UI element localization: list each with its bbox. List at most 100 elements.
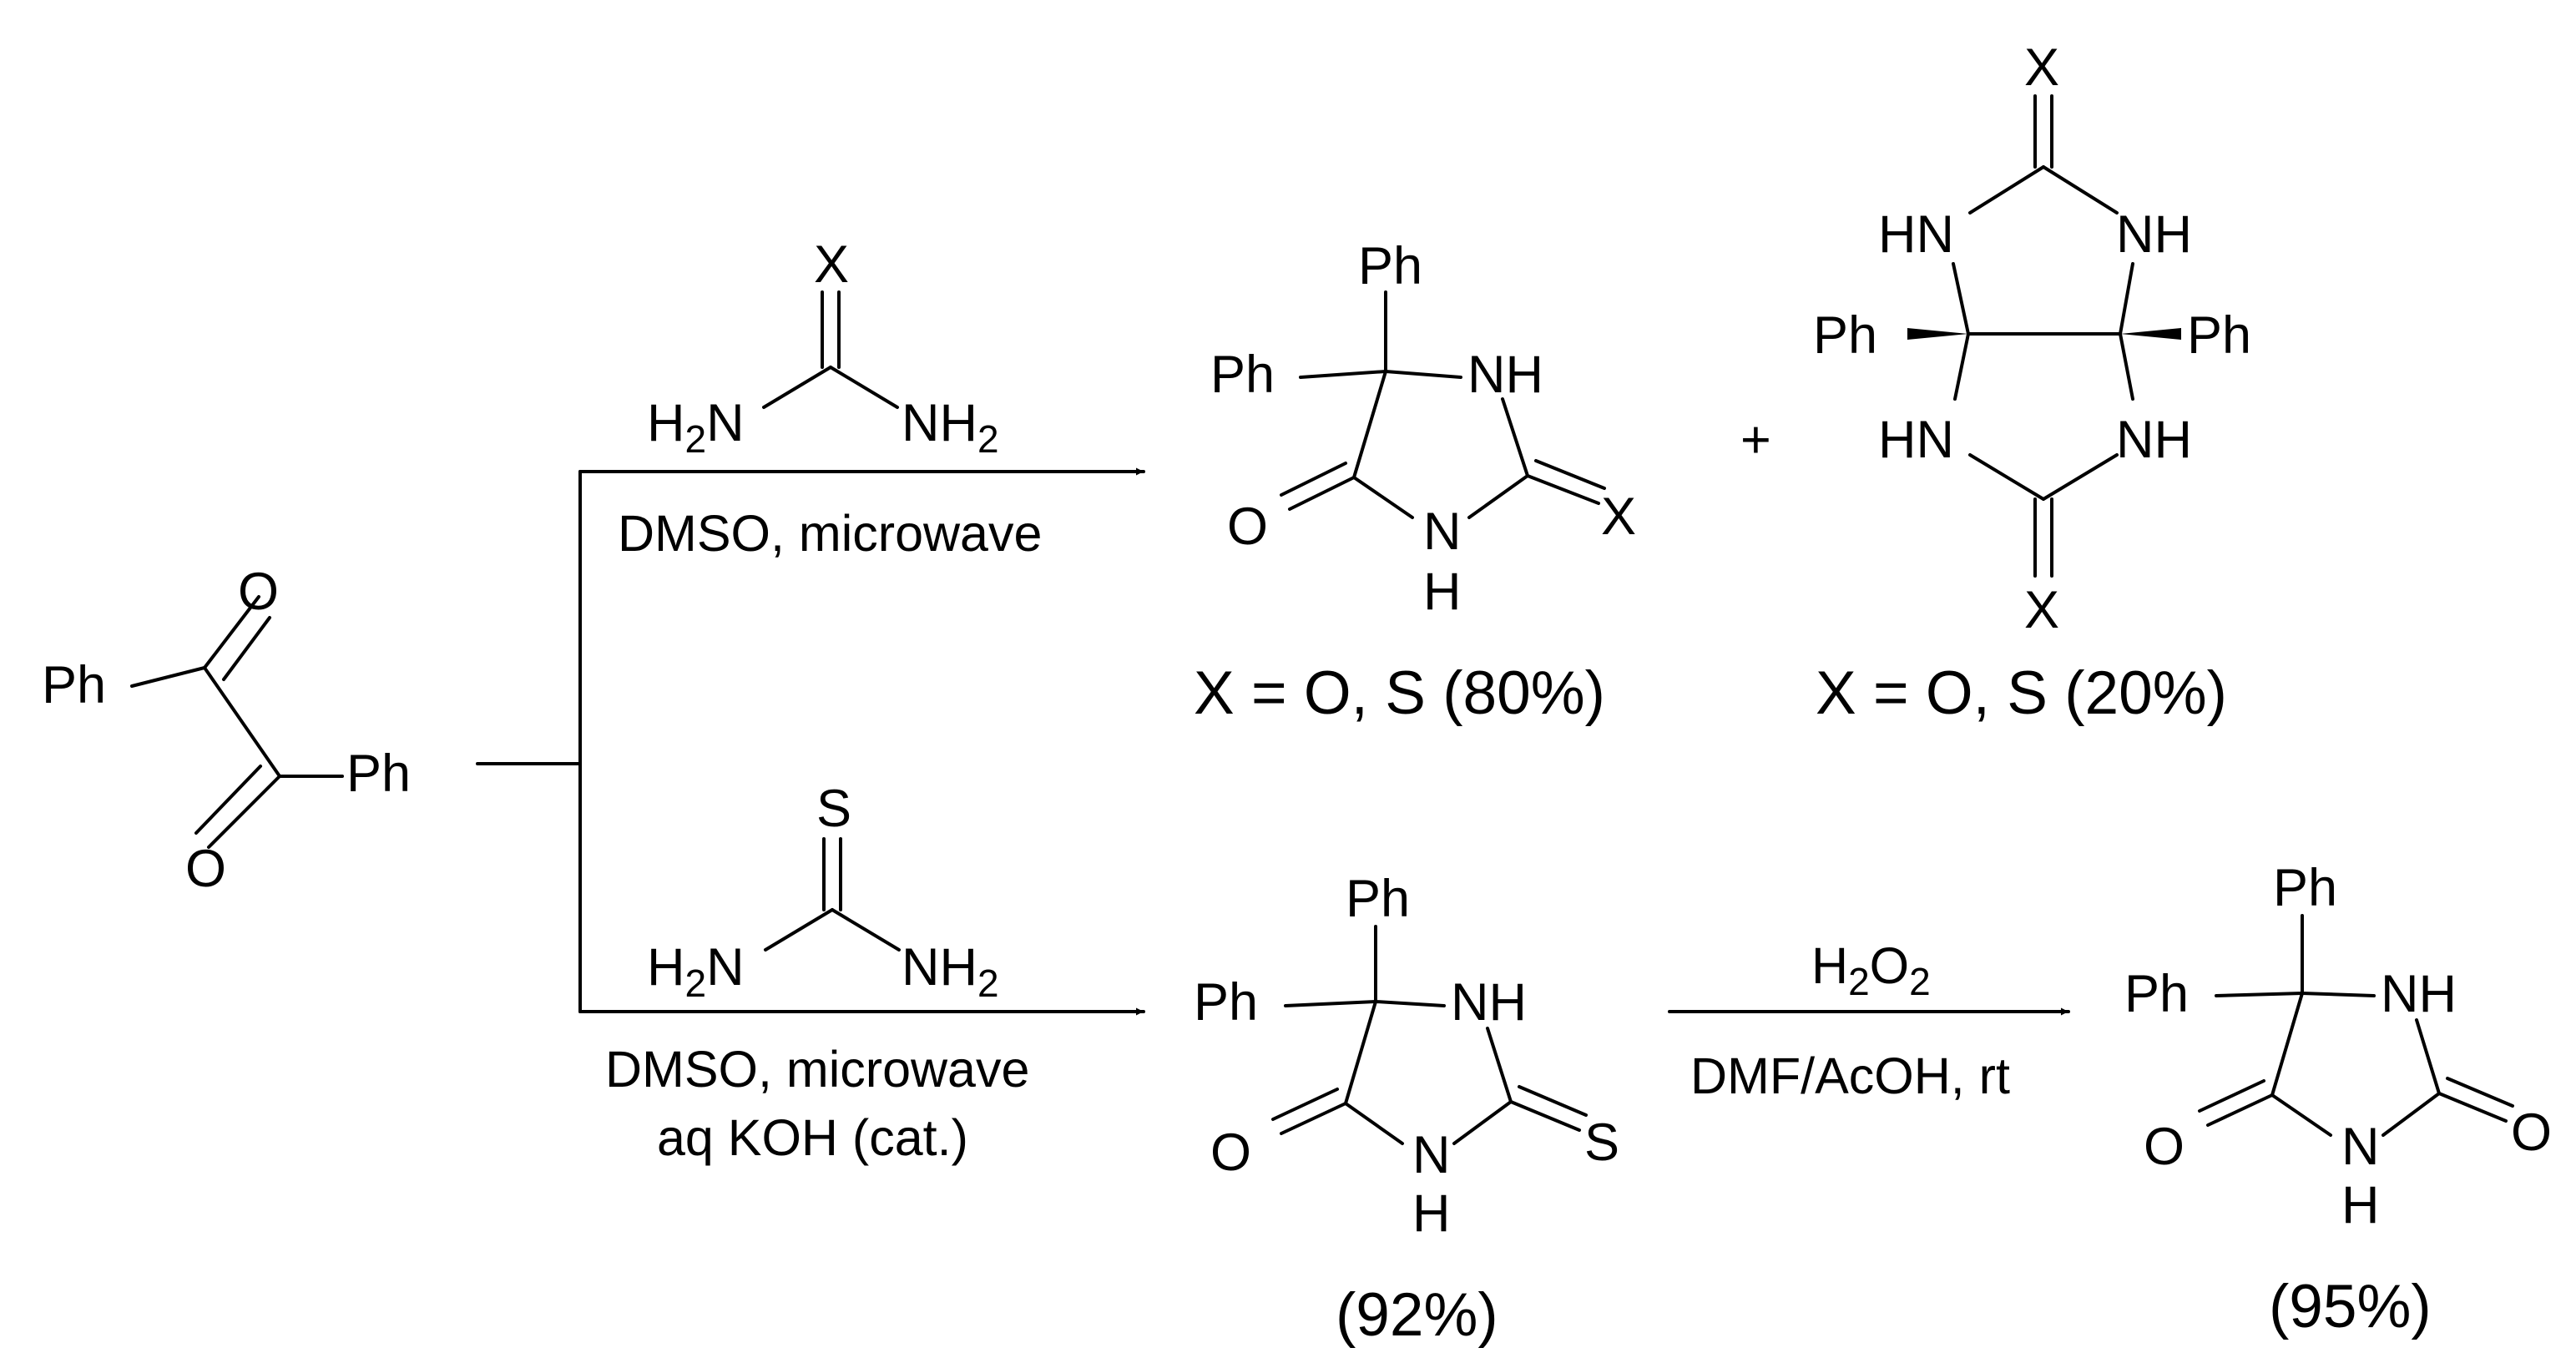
- x-atom-label: X: [1601, 487, 1636, 546]
- nh-label: NH: [1451, 973, 1527, 1032]
- bond: [1968, 453, 2045, 501]
- bond: [1284, 1000, 1377, 1007]
- phenyl-label: Ph: [2187, 306, 2251, 365]
- bond: [1352, 370, 1387, 479]
- yield-label: (95%): [2269, 1273, 2432, 1340]
- bond: [2042, 453, 2119, 501]
- bond: [1953, 332, 1970, 401]
- oxygen-label: O: [2511, 1103, 2552, 1162]
- x-atom-label: X: [2024, 581, 2059, 639]
- x-atom-label: X: [814, 235, 849, 294]
- bond: [1467, 474, 1529, 519]
- top-reagent-structure: X H2N NH2: [647, 235, 999, 461]
- bond: [207, 775, 281, 849]
- top-conditions: DMSO, microwave: [618, 505, 1042, 562]
- bond: [2437, 1092, 2508, 1123]
- bond: [2415, 1018, 2441, 1095]
- nh-label: NH: [1467, 346, 1543, 404]
- nh-label: NH: [2116, 411, 2192, 469]
- phenyl-label: Ph: [1210, 346, 1275, 404]
- bond: [1452, 1100, 1513, 1145]
- sulfur-label: S: [816, 780, 851, 838]
- bond: [2382, 1092, 2441, 1137]
- bond: [1344, 1102, 1404, 1145]
- phenyl-label: Ph: [2124, 965, 2189, 1023]
- yield-label: (92%): [1336, 1281, 1498, 1349]
- bottom-reagent-structure: S H2N NH2: [647, 780, 999, 1005]
- top-product-1: Ph Ph NH O X N H X = O, S (80%): [1194, 237, 1636, 727]
- oxygen-label: O: [238, 563, 279, 621]
- hn-label: HN: [1878, 205, 1954, 264]
- oxygen-label: O: [1227, 497, 1268, 556]
- sulfur-label: S: [1584, 1113, 1619, 1172]
- benzil-starting-material: Ph O O Ph: [42, 563, 411, 898]
- branch-arrows: [476, 467, 1145, 1016]
- phenyl-label: Ph: [1358, 237, 1422, 295]
- amine-label: H2N: [647, 394, 745, 461]
- bond: [2198, 1079, 2265, 1113]
- hydrogen-label: H: [2341, 1176, 2380, 1234]
- amine-label: NH2: [902, 938, 999, 1005]
- bottom-conditions-line2: aq KOH (cat.): [657, 1109, 968, 1166]
- plus-sign: +: [1740, 411, 1771, 469]
- bond: [2301, 992, 2376, 997]
- bottom-product-thiohydantoin: Ph Ph NH O S N H (92%): [1194, 870, 1619, 1349]
- oxygen-label: O: [1210, 1123, 1251, 1182]
- nh-label: NH: [2116, 205, 2192, 264]
- bond: [1299, 370, 1387, 379]
- phenyl-label: Ph: [1813, 306, 1877, 365]
- bond: [1534, 459, 1606, 490]
- amine-label: H2N: [647, 938, 745, 1005]
- nitrogen-label: N: [2341, 1118, 2380, 1176]
- oxidant-label: H2O2: [1811, 937, 1931, 1003]
- hydrogen-label: H: [1423, 563, 1462, 621]
- bond: [829, 366, 899, 409]
- hn-label: HN: [1878, 411, 1954, 469]
- top-product-2: X HN NH Ph Ph HN NH X X = O, S (20%): [1813, 38, 2251, 727]
- bond: [1952, 262, 1970, 336]
- oxidation-conditions: DMF/AcOH, rt: [1690, 1047, 2010, 1104]
- amine-label: NH2: [902, 394, 999, 461]
- yield-label: X = O, S (80%): [1194, 659, 1605, 727]
- nitrogen-label: N: [1412, 1126, 1451, 1184]
- bond: [764, 908, 834, 952]
- final-product-phenytoin: Ph Ph NH O O N H (95%): [2124, 859, 2552, 1340]
- bond: [2446, 1077, 2514, 1108]
- bond: [1384, 370, 1462, 379]
- bond: [1501, 397, 1529, 477]
- bond: [1280, 462, 1347, 497]
- phenyl-label: Ph: [1346, 870, 1410, 928]
- phenyl-label: Ph: [42, 656, 106, 714]
- bond: [2270, 1093, 2332, 1137]
- bond: [1374, 1000, 1446, 1007]
- bond: [203, 666, 281, 778]
- bond: [2206, 1093, 2274, 1127]
- wedge-bond: [2120, 328, 2181, 340]
- phenyl-label: Ph: [1194, 973, 1258, 1032]
- bond: [1271, 1088, 1339, 1121]
- bond: [2042, 165, 2119, 215]
- bond: [1280, 1102, 1347, 1135]
- bond: [2215, 992, 2304, 997]
- bond: [2119, 262, 2134, 336]
- x-atom-label: X: [2024, 38, 2059, 97]
- bond: [762, 366, 832, 409]
- oxygen-label: O: [185, 840, 226, 898]
- wedge-bond: [1907, 328, 1968, 340]
- nh-label: NH: [2381, 965, 2457, 1023]
- bond: [831, 908, 901, 952]
- bond: [130, 666, 206, 688]
- bond: [1509, 1100, 1581, 1132]
- bond: [222, 616, 271, 681]
- oxygen-label: O: [2144, 1118, 2185, 1176]
- hydrogen-label: H: [1412, 1184, 1451, 1243]
- nitrogen-label: N: [1423, 502, 1462, 561]
- bond: [1518, 1085, 1588, 1117]
- yield-label: X = O, S (20%): [1816, 659, 2227, 727]
- phenyl-label: Ph: [346, 745, 411, 803]
- bond: [194, 765, 262, 835]
- bond: [2119, 332, 2134, 401]
- bond: [1526, 474, 1600, 505]
- bond: [203, 595, 260, 669]
